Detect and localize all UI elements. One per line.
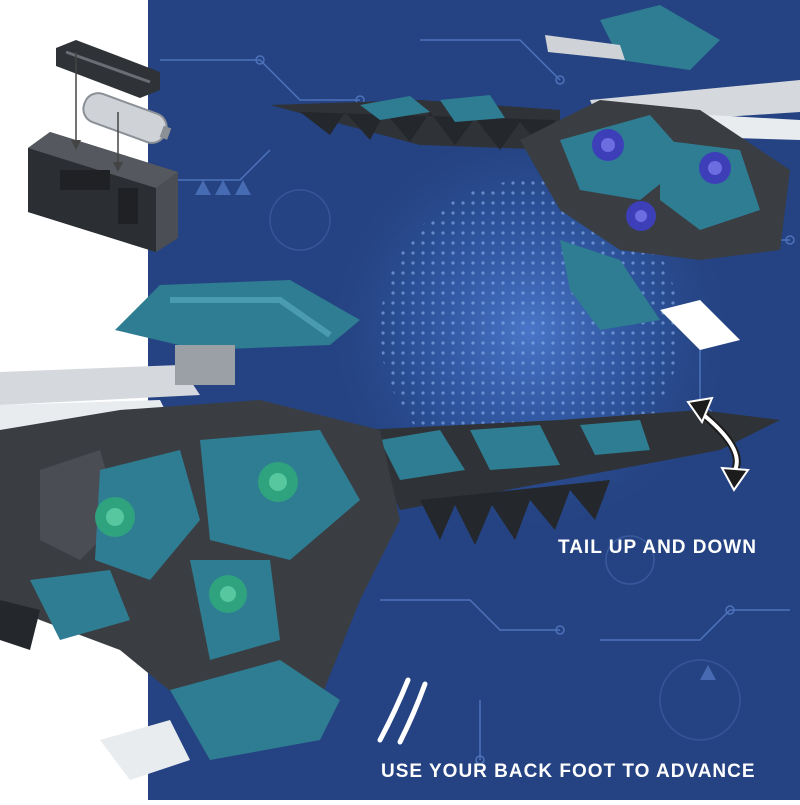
curved-double-arrow-icon bbox=[686, 396, 750, 492]
tail-caption: TAIL UP AND DOWN bbox=[558, 537, 757, 558]
foot-caption: USE YOUR BACK FOOT TO ADVANCE bbox=[381, 761, 756, 782]
upper-dinosaur bbox=[270, 5, 800, 350]
lower-dinosaur bbox=[0, 280, 780, 780]
motion-wave-icon bbox=[377, 677, 428, 745]
battery-box-icon bbox=[28, 40, 178, 252]
